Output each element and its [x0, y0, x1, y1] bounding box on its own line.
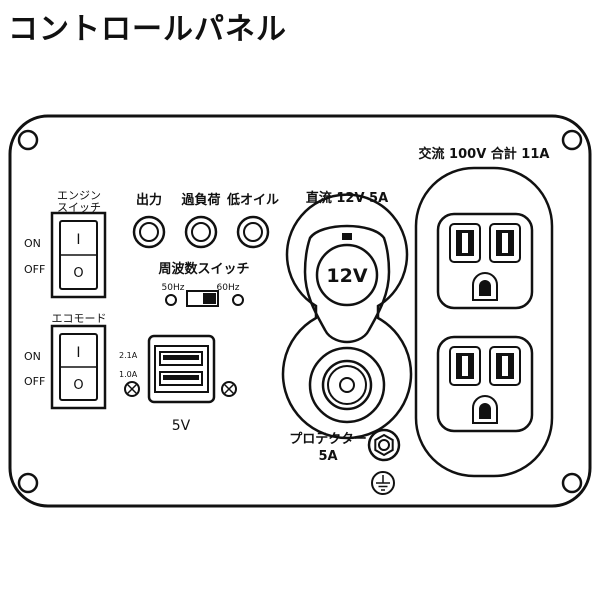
eco-mode-label: エコモード [52, 312, 107, 325]
corner-screw-br [561, 472, 583, 494]
dc-outlet-label: 直流 12V 5A [306, 190, 388, 206]
usb-screw-right [221, 381, 237, 397]
engine-switch-label-1: エンジン [57, 189, 101, 202]
output-lamp-label: 出力 [136, 192, 162, 208]
engine-switch-i-mark: I [76, 232, 80, 248]
engine-off-label: OFF [24, 263, 45, 276]
usb-voltage-label: 5V [172, 418, 191, 434]
frequency-switch[interactable] [186, 290, 219, 307]
usb-port-1-0a[interactable] [159, 371, 203, 386]
low-oil-lamp [236, 215, 270, 249]
usb-2-1a-label: 2.1A [119, 351, 138, 360]
frequency-50hz-label: 50Hz [162, 283, 185, 293]
dc-lower-socket[interactable] [308, 346, 386, 424]
engine-switch[interactable] [59, 220, 98, 290]
eco-off-label: OFF [24, 375, 45, 388]
eco-mode-switch[interactable] [59, 333, 98, 401]
dc-socket-label: 12V [326, 265, 367, 287]
ac-outlet-label: 交流 100V 合計 11A [419, 146, 550, 162]
engine-switch-o-mark: O [73, 266, 83, 281]
engine-switch-plate [50, 211, 107, 299]
ground-icon [371, 471, 395, 495]
frequency-60hz-label: 60Hz [217, 283, 240, 293]
eco-mode-o-mark: O [73, 378, 83, 393]
overload-lamp [184, 215, 218, 249]
eco-on-label: ON [24, 350, 41, 363]
page-title: コントロールパネル [8, 12, 287, 47]
output-lamp [132, 215, 166, 249]
eco-mode-i-mark: I [76, 345, 80, 361]
corner-screw-tr [561, 129, 583, 151]
corner-screw-tl [17, 129, 39, 151]
usb-screw-left [124, 381, 140, 397]
usb-port-2-1a[interactable] [159, 351, 203, 366]
protector-button[interactable] [367, 428, 401, 462]
ac-outlet-upper[interactable] [436, 212, 534, 310]
low-oil-lamp-label: 低オイル [226, 192, 279, 208]
frequency-50hz-dot [165, 294, 177, 306]
usb-panel [147, 334, 216, 404]
frequency-60hz-dot [232, 294, 244, 306]
dc-12v-socket[interactable] [303, 224, 391, 344]
corner-screw-bl [17, 472, 39, 494]
overload-lamp-label: 過負荷 [180, 192, 220, 208]
frequency-switch-label: 周波数スイッチ [158, 261, 249, 277]
protector-label-1: プロテクター [289, 432, 366, 447]
eco-mode-plate [50, 324, 107, 410]
usb-1-0a-label: 1.0A [119, 370, 138, 379]
dc-housing [281, 193, 413, 440]
engine-on-label: ON [24, 237, 41, 250]
ac-outlet-frame [414, 166, 554, 478]
protector-label-2: 5A [318, 449, 337, 464]
engine-switch-label-2: スイッチ [57, 201, 101, 214]
usb-inner-frame [154, 345, 209, 393]
ac-outlet-lower[interactable] [436, 335, 534, 433]
panel-frame [8, 114, 592, 508]
